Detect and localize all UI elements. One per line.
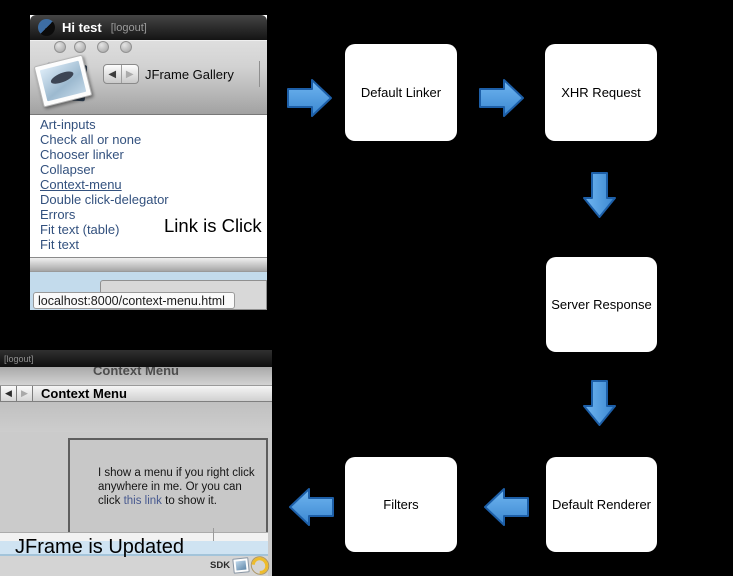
gallery-link[interactable]: Check all or none	[40, 132, 142, 147]
toolbar-divider	[259, 61, 260, 87]
arrow-down-icon	[583, 380, 616, 426]
jframe-updated-annotation: JFrame is Updated	[15, 536, 184, 558]
toolbar-page-title: Context Menu	[41, 386, 127, 401]
flow-box-xhr-request: XHR Request	[545, 44, 657, 141]
status-strip-divider	[213, 528, 214, 541]
jframe-gallery-window: Hi test [logout] ◀ ▶ JFrame Gallery Art-…	[30, 15, 267, 310]
status-bar	[0, 556, 268, 576]
back-button[interactable]: ◀	[0, 386, 17, 401]
flow-box-filters: Filters	[345, 457, 457, 552]
gallery-link[interactable]: Collapser	[40, 162, 95, 177]
gallery-link-list: Art-inputs Check all or none Chooser lin…	[30, 115, 267, 252]
gallery-link[interactable]: Double click-delegator	[40, 192, 169, 207]
arrow-left-icon	[484, 488, 529, 526]
app-logo-icon	[38, 19, 55, 36]
gallery-link-list-area: Art-inputs Check all or none Chooser lin…	[30, 115, 267, 257]
gallery-link[interactable]: Art-inputs	[40, 117, 96, 132]
status-strip-white	[0, 532, 268, 541]
logout-link[interactable]: [logout]	[110, 21, 147, 34]
window-titlebar: Hi test [logout]	[30, 15, 267, 40]
forward-button[interactable]: ▶	[17, 386, 33, 401]
gallery-app-icon	[33, 54, 98, 112]
browser-toolbar: ◀ ▶ Context Menu	[0, 385, 272, 402]
arrow-down-icon	[583, 172, 616, 218]
window-control-icon[interactable]	[97, 41, 109, 53]
demo-box-text: I show a menu if you right click anywher…	[98, 467, 255, 507]
gallery-mini-icon[interactable]	[232, 557, 250, 574]
status-strip-blue	[0, 541, 268, 556]
gallery-link[interactable]: Fit text	[40, 237, 80, 252]
flow-box-default-renderer: Default Renderer	[546, 457, 657, 552]
window-control-icon[interactable]	[120, 41, 132, 53]
back-forward-buttons: ◀ ▶	[103, 64, 139, 84]
page-heading: Context Menu	[93, 367, 179, 378]
swirl-icon[interactable]	[248, 553, 272, 576]
forward-button[interactable]: ▶	[120, 65, 139, 83]
sdk-status-group: SDK	[210, 553, 272, 576]
logout-link[interactable]: [logout]	[4, 353, 34, 364]
link-clicked-annotation: Link is Click	[164, 215, 262, 236]
toolbar-gradient-band	[0, 402, 272, 432]
gallery-link[interactable]: Fit text (table)	[40, 222, 120, 237]
window-control-icon[interactable]	[74, 41, 86, 53]
context-menu-window: [logout] Context Menu ◀ ▶ Context Menu I…	[0, 350, 272, 576]
page-heading-band: Context Menu	[0, 367, 272, 385]
status-url-tooltip: localhost:8000/context-menu.html	[33, 292, 235, 309]
arrow-left-icon	[289, 488, 334, 526]
back-button[interactable]: ◀	[108, 68, 117, 80]
gallery-link[interactable]: Errors	[40, 207, 76, 222]
gallery-link[interactable]: Chooser linker	[40, 147, 124, 162]
gallery-title: JFrame Gallery	[145, 67, 234, 82]
sdk-label: SDK	[210, 560, 231, 571]
arrow-right-icon	[479, 79, 524, 117]
flow-box-default-linker: Default Linker	[345, 44, 457, 141]
show-menu-link[interactable]: this link	[123, 495, 162, 507]
window-titlebar: [logout]	[0, 350, 272, 367]
window-title: Hi test	[62, 20, 102, 35]
context-menu-demo-box[interactable]: I show a menu if you right click anywher…	[68, 438, 268, 534]
flow-box-server-response: Server Response	[546, 257, 657, 352]
arrow-right-icon	[287, 79, 332, 117]
window-control-icon[interactable]	[54, 41, 66, 53]
gallery-link-context-menu[interactable]: Context-menu	[40, 177, 122, 192]
panel-divider-bar	[30, 257, 267, 272]
